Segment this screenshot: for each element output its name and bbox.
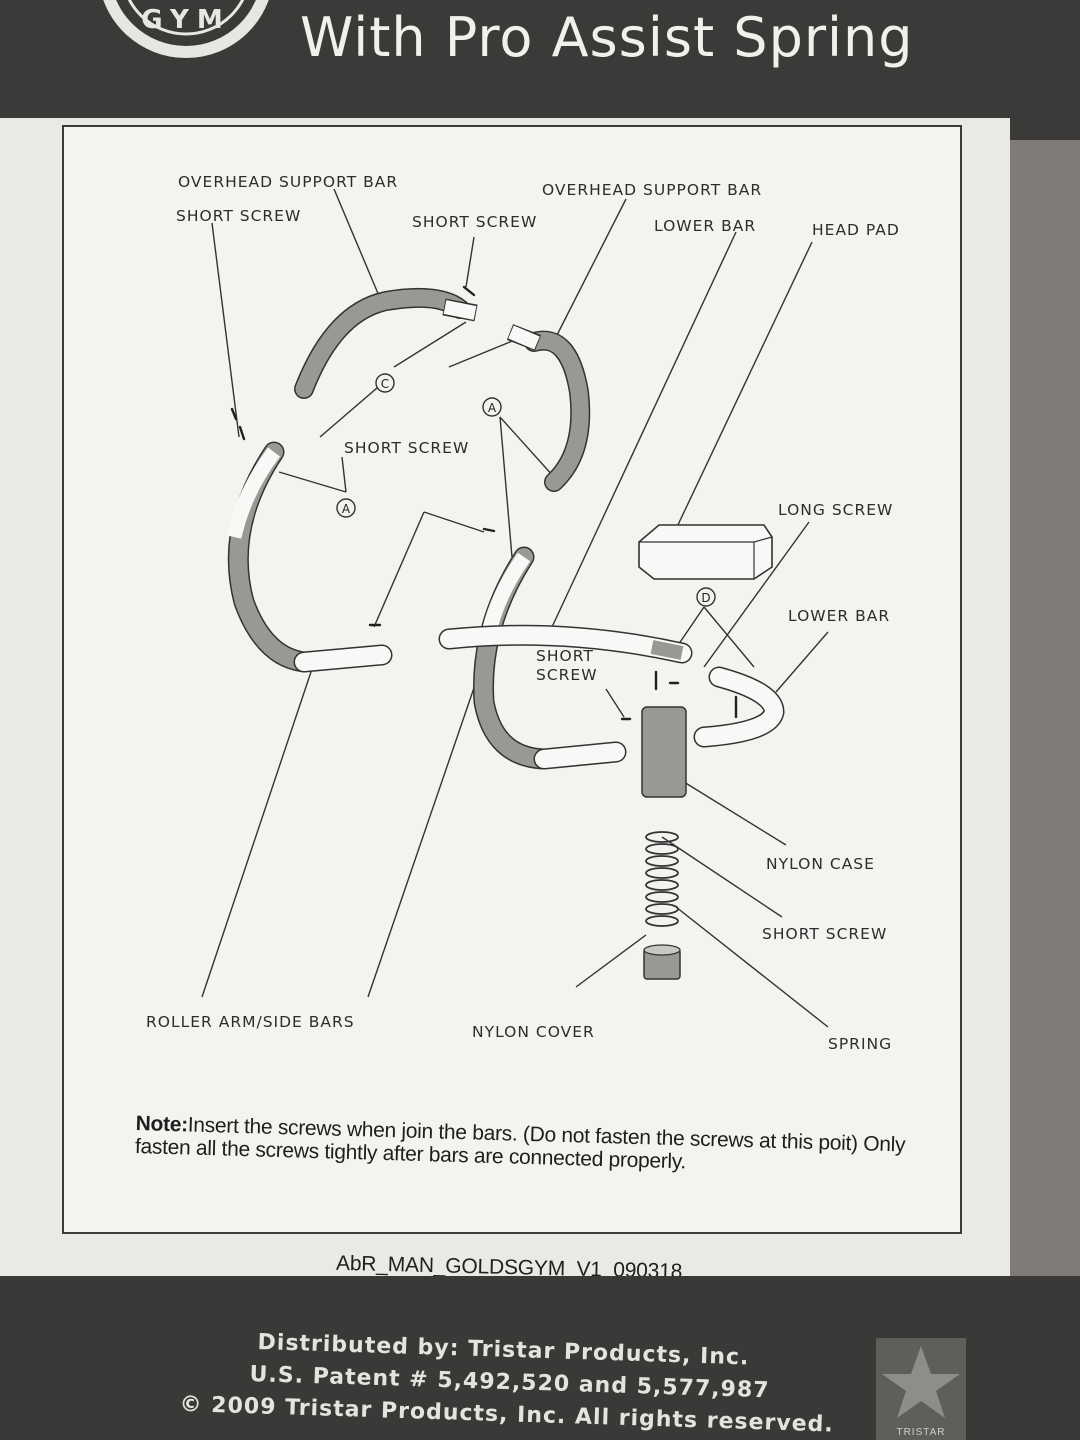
overhead-support-bar-right-part [506,324,591,492]
spring-part [645,831,679,927]
label-short-screw-lower-right: SHORT SCREW [762,925,888,943]
nylon-case-part [641,706,687,798]
marker-c-label: C [381,377,389,391]
marker-d: D [696,587,716,607]
gold-gym-logo-icon: GYM [103,0,269,58]
label-short-screw-top-left: SHORT SCREW [176,207,302,225]
label-lower-bar-top: LOWER BAR [654,217,757,235]
marker-a-left: A [336,498,356,518]
tristar-badge: TRISTAR [876,1338,966,1440]
nylon-cover-part [643,944,681,980]
label-head-pad: HEAD PAD [812,221,900,239]
head-pad-part [638,524,773,580]
leader-lines [201,188,829,1028]
roller-arm-left-part [226,441,393,673]
label-roller-arm-side-bars: ROLLER ARM/SIDE BARS [146,1013,355,1031]
label-overhead-support-bar-left: OVERHEAD SUPPORT BAR [178,173,399,191]
marker-c: C [375,373,395,393]
label-spring: SPRING [828,1035,893,1053]
marker-d-label: D [701,591,710,605]
assembly-diagram-panel: C A A D OVERHEAD SUPPORT BAR SHORT SCREW… [62,125,962,1234]
label-short-screw-mid: SHORT SCREW [344,439,470,457]
label-lower-bar-right: LOWER BAR [788,607,891,625]
assembly-diagram: C A A D [201,188,829,1028]
header-band: GYM With Pro Assist Spring [0,0,1080,140]
marker-a-left-label: A [342,502,351,516]
marker-a-upper: A [482,397,502,417]
overhead-support-bar-left-part [294,287,478,399]
note-lead: Note: [135,1112,189,1137]
marker-a-upper-label: A [488,401,497,415]
label-short-screw-center: SHORT SCREW [536,647,598,684]
screw-icons [230,285,738,721]
lower-bar-part [438,624,693,664]
label-long-screw: LONG SCREW [778,501,894,519]
label-nylon-cover: NYLON COVER [472,1023,595,1041]
star-icon [882,1346,960,1418]
label-nylon-case: NYLON CASE [766,855,875,873]
label-overhead-support-bar-right: OVERHEAD SUPPORT BAR [542,181,763,199]
logo-text: GYM [141,5,230,35]
label-short-screw-top-mid: SHORT SCREW [412,213,538,231]
lower-bar-right-part [693,666,785,748]
page-title: With Pro Assist Spring [300,6,914,69]
tristar-badge-text: TRISTAR [896,1427,946,1438]
